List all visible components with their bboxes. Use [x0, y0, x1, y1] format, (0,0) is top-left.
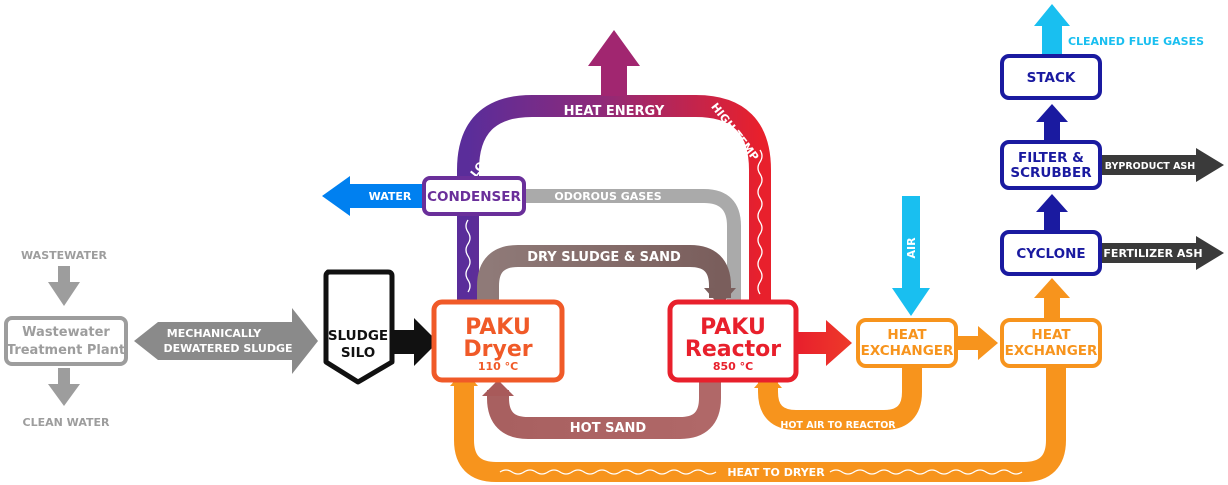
- heat-wavy-left: [465, 219, 471, 293]
- heat-to-dryer-wavy-1: [499, 469, 717, 475]
- condenser-label: CONDENSER: [427, 189, 521, 205]
- hot-sand-pipe: [487, 382, 721, 439]
- dewatered-sludge-label-2: DEWATERED SLUDGE: [163, 342, 292, 355]
- gas-cleaning-column: CYCLONE FERTILIZER ASH FILTER & SCRUBBER…: [1000, 4, 1224, 276]
- wwtp-label-2: Treatment Plant: [7, 343, 125, 358]
- air-label: AIR: [905, 237, 918, 259]
- condenser-box: [422, 176, 526, 216]
- paku-reactor-temp: 850 °C: [713, 360, 753, 373]
- reactor-to-hx-arrow: [798, 320, 852, 366]
- odorous-gases-pipe: [522, 189, 741, 306]
- dewatered-sludge-arrow: [134, 308, 318, 374]
- water-arrow: [322, 176, 422, 216]
- sand-loop: DRY SLUDGE & SAND HOT SAND: [477, 245, 736, 439]
- odorous-gases-label: ODOROUS GASES: [554, 190, 661, 203]
- byproduct-ash-label: BYPRODUCT ASH: [1105, 161, 1196, 172]
- cleaned-flue-gases-arrow: [1034, 4, 1070, 54]
- wastewater-arrow: [48, 266, 80, 306]
- paku-dryer: PAKU Dryer 110 °C: [431, 299, 565, 383]
- heat-energy-label: HEAT ENERGY: [564, 104, 665, 119]
- clean-water-arrow: [48, 368, 80, 406]
- fertilizer-ash-arrow: [1102, 236, 1224, 270]
- dry-sludge-sand-pipe: [477, 245, 731, 304]
- byproduct-ash-arrow: [1102, 148, 1224, 182]
- paku-dryer-label-1: PAKU: [465, 315, 531, 340]
- sludge-silo-label-2: SILO: [341, 345, 375, 361]
- dewatered-sludge-label-1: MECHANICALLY: [167, 327, 262, 340]
- paku-dryer-box: [431, 299, 565, 383]
- hot-air-to-reactor-pipe: [758, 366, 922, 430]
- filter-scrubber-box: [1000, 140, 1102, 190]
- stack-label: STACK: [1027, 70, 1076, 86]
- heat-exchanger-1-label-1: HEAT: [887, 327, 927, 343]
- clean-water-label: CLEAN WATER: [23, 416, 110, 429]
- filter-to-stack-arrow: [1036, 104, 1068, 140]
- dewatered-sludge-flow: MECHANICALLY DEWATERED SLUDGE: [134, 308, 318, 374]
- dry-sludge-sand-arrowhead: [704, 288, 736, 306]
- cyclone-box: [1000, 230, 1102, 276]
- silo-to-dryer-arrow: [394, 318, 438, 366]
- wastewater-group: WASTEWATER Wastewater Treatment Plant CL…: [4, 249, 128, 429]
- paku-reactor-box: [667, 299, 799, 383]
- paku-reactor: PAKU Reactor 850 °C: [667, 299, 852, 383]
- stack-box: [1000, 54, 1102, 100]
- heat-wavy-right: [757, 149, 763, 295]
- odorous-gases-flow: ODOROUS GASES: [522, 189, 741, 306]
- paku-dryer-label-2: Dryer: [463, 337, 532, 362]
- heat-exchanger-1-label-2: EXCHANGER: [861, 343, 954, 359]
- hx2-to-cyclone-arrow: [1034, 278, 1070, 318]
- air-arrow: [892, 196, 930, 316]
- heat-to-dryer-label: HEAT TO DRYER: [727, 466, 825, 479]
- filter-scrubber-label-1: FILTER &: [1018, 150, 1084, 166]
- paku-reactor-label-1: PAKU: [700, 315, 766, 340]
- wwtp-label-1: Wastewater: [22, 325, 110, 340]
- heat-exchanger-1-box: [856, 318, 958, 368]
- cleaned-flue-gases-label: CLEANED FLUE GASES: [1068, 35, 1204, 48]
- cyclone-to-filter-arrow: [1036, 194, 1068, 230]
- heat-energy-up-arrow: [588, 30, 640, 96]
- heat-to-dryer-wavy-2: [829, 469, 1023, 475]
- paku-dryer-temp: 110 °C: [478, 360, 518, 373]
- heat-exchangers: AIR HEAT EXCHANGER HEAT EXCHANGER: [856, 196, 1102, 368]
- heat-exchanger-2-label-1: HEAT: [1031, 327, 1071, 343]
- heat-to-dryer-pipe: [454, 366, 1066, 482]
- cyclone-label: CYCLONE: [1016, 246, 1085, 262]
- sludge-silo: SLUDGE SILO: [323, 269, 438, 385]
- paku-reactor-label-2: Reactor: [685, 337, 781, 362]
- fertilizer-ash-label: FERTILIZER ASH: [1103, 247, 1202, 260]
- condenser-group: WATER CONDENSER: [322, 176, 526, 216]
- heat-exchanger-2-label-2: EXCHANGER: [1005, 343, 1098, 359]
- sludge-silo-label-1: SLUDGE: [328, 328, 388, 344]
- heat-energy-arch: [457, 95, 771, 304]
- wwtp-box: [4, 316, 128, 366]
- water-label: WATER: [369, 190, 412, 203]
- hot-air-to-reactor-label: HOT AIR TO REACTOR: [780, 420, 896, 431]
- sludge-silo-shape: [323, 269, 395, 385]
- dry-sludge-sand-label: DRY SLUDGE & SAND: [527, 250, 681, 265]
- hot-sand-label: HOT SAND: [570, 421, 647, 436]
- filter-scrubber-label-2: SCRUBBER: [1010, 165, 1092, 181]
- wastewater-label: WASTEWATER: [21, 249, 107, 262]
- heat-exchanger-2-box: [1000, 318, 1102, 368]
- hot-sand-arrowhead: [482, 380, 514, 396]
- hx1-to-hx2-arrow: [958, 326, 998, 360]
